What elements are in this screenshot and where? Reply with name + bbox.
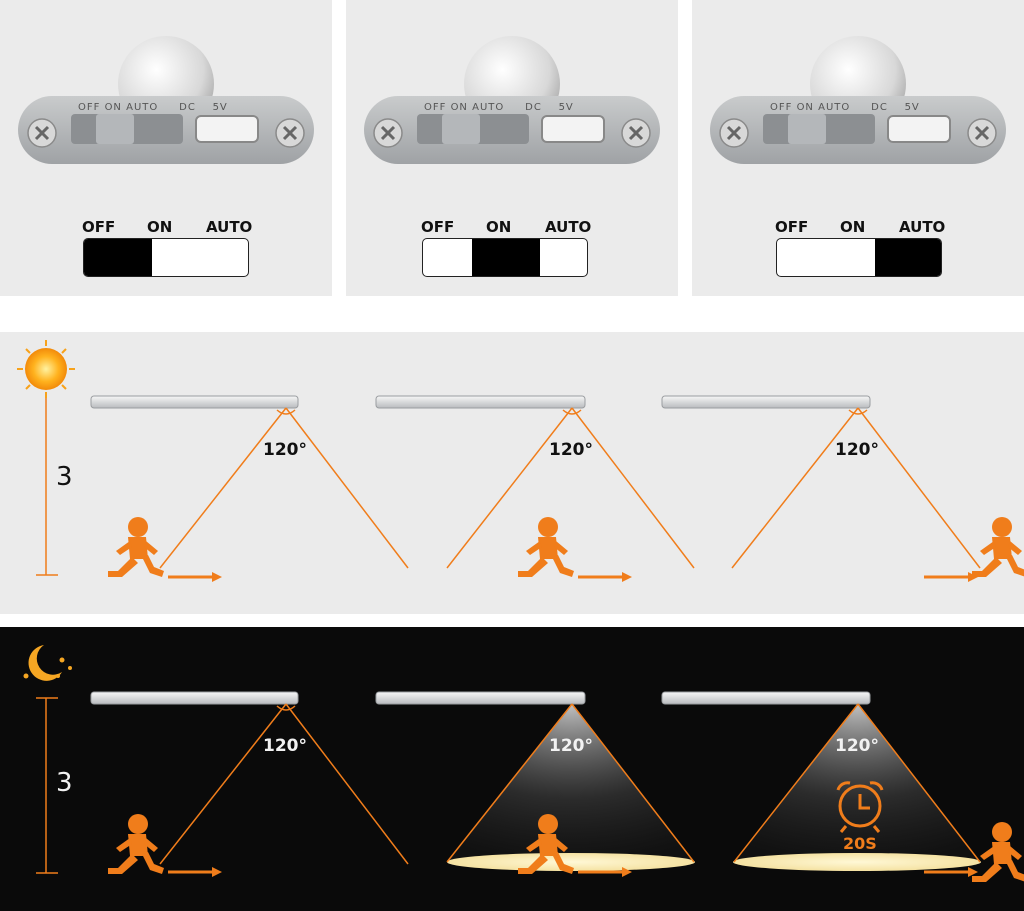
angle-label: 120°: [835, 736, 879, 756]
alarm-clock-icon: [836, 781, 884, 833]
day-row: [0, 332, 1024, 614]
height-label-night: 3: [56, 768, 73, 798]
switch-fill: [84, 239, 152, 276]
night-diagram-2: [375, 691, 695, 877]
day-diagram-3: [661, 395, 1024, 582]
label-auto: AUTO: [206, 218, 253, 236]
angle-label: 120°: [835, 440, 879, 460]
angle-label: 120°: [263, 736, 307, 756]
label-auto: AUTO: [545, 218, 592, 236]
label-auto: AUTO: [899, 218, 946, 236]
timer-label: 20S: [843, 834, 877, 853]
height-scale-day: [36, 398, 58, 576]
label-on: ON: [486, 218, 512, 236]
height-scale-night: [36, 697, 58, 874]
device-engraving: OFF ON AUTO DC 5V: [424, 102, 574, 113]
switch-diagram-off: [83, 238, 249, 277]
sun-icon: [25, 348, 67, 390]
device-engraving: OFF ON AUTO DC 5V: [78, 102, 228, 113]
day-diagram-1: [90, 395, 409, 582]
switch-diagram-auto: [776, 238, 942, 277]
night-diagram-3: [661, 691, 1024, 882]
height-label-day: 3: [56, 462, 73, 492]
switch-fill: [875, 239, 941, 276]
label-off: OFF: [775, 218, 809, 236]
label-on: ON: [147, 218, 173, 236]
moon-icon: [23, 645, 72, 681]
label-off: OFF: [421, 218, 455, 236]
night-diagram-1: [90, 691, 409, 877]
angle-label: 120°: [549, 736, 593, 756]
switch-diagram-on: [422, 238, 588, 277]
device-engraving: OFF ON AUTO DC 5V: [770, 102, 920, 113]
angle-label: 120°: [549, 440, 593, 460]
label-on: ON: [840, 218, 866, 236]
label-off: OFF: [82, 218, 116, 236]
day-diagram-2: [375, 395, 695, 582]
sun-rays: [17, 340, 75, 398]
angle-label: 120°: [263, 440, 307, 460]
switch-fill: [472, 239, 540, 276]
